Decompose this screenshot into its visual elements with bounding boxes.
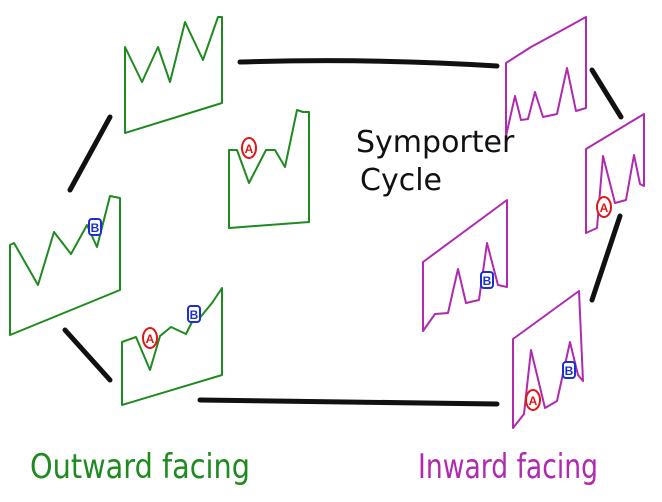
transporter-outward-bound-b [9,195,121,336]
inward-transporters [422,16,645,429]
connector-top [237,58,500,69]
cycle-title-line-2: Cycle [360,163,442,198]
transporter-inward-empty [505,16,587,137]
connector-right-upper [589,67,624,120]
marker-a-inward-single: A [596,196,612,218]
transporter-inward-bound-b [422,199,508,332]
svg-text:A: A [600,201,609,215]
cycle-connectors [62,58,624,407]
connector-left-upper [67,114,113,193]
transporter-outward-bound-a [228,109,310,229]
outward-facing-label: Outward facing [30,447,250,487]
svg-text:B: B [190,308,199,322]
cycle-title-line-1: Symporter [356,125,515,160]
substrate-markers: A B A B A B A [88,137,612,411]
outward-transporters [9,16,310,406]
connector-bottom [197,397,500,407]
transporter-inward-bound-ab [512,290,584,429]
svg-text:B: B [565,364,574,378]
inward-facing-label: Inward facing [418,447,598,487]
svg-text:A: A [146,332,155,346]
svg-text:A: A [245,142,254,156]
transporter-outward-empty [124,16,223,134]
svg-text:B: B [483,274,492,288]
transporter-inward-bound-a [585,113,645,234]
marker-b-inward-pair: B [562,361,576,379]
connector-left-lower [62,327,113,383]
marker-a-inward-pair: A [525,389,541,411]
marker-a-outward-pair: A [142,327,158,349]
marker-a-outward-single: A [241,137,257,159]
connector-right-lower [589,213,623,303]
marker-b-inward-single: B [480,271,494,289]
marker-b-outward-pair: B [187,305,201,323]
marker-b-outward-single: B [88,218,102,236]
svg-text:A: A [529,394,538,408]
svg-text:B: B [91,221,100,235]
transporter-outward-bound-ab [121,287,223,406]
